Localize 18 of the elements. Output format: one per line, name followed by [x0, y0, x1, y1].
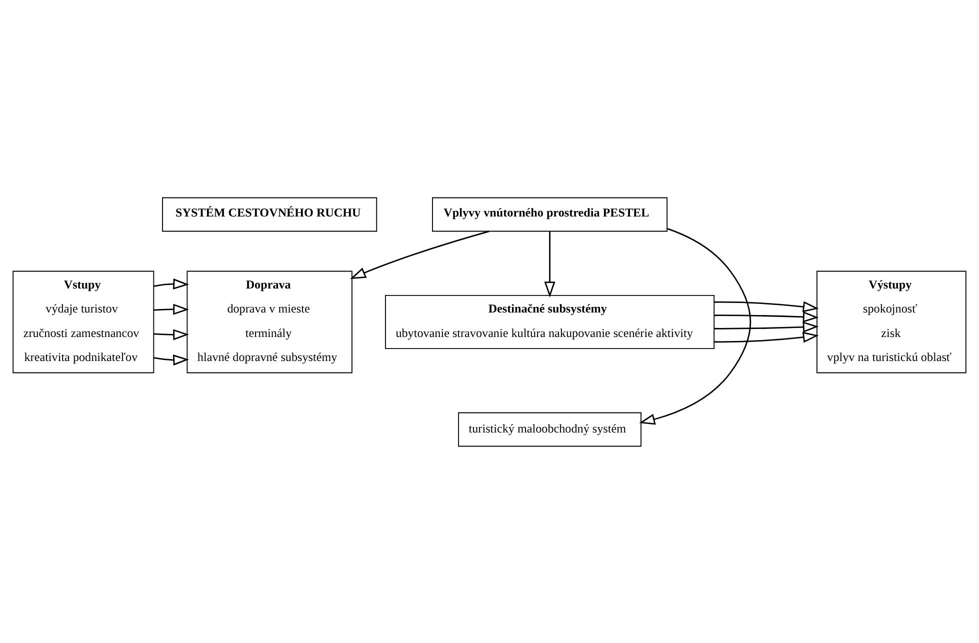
node-box: Vplyvy vnútorného prostredia PESTEL [432, 196, 668, 232]
node-box: Vstupy výdaje turistov zručnosti zamestnancov kreativita podnikateľov [12, 270, 154, 373]
arrow [639, 227, 752, 424]
arrow [154, 303, 190, 314]
node-box: SYSTÉM CESTOVNÉHO RUCHU [162, 196, 378, 232]
arrow [350, 230, 490, 279]
arrow [714, 300, 819, 312]
node-box: turistický maloobchodný systém [458, 412, 642, 446]
node-box: Destinačné subsystémy ubytovanie stravovanie kultúra nakupovanie scenérie aktivity [385, 294, 715, 348]
arrow [714, 310, 819, 322]
node-box: Doprava doprava v mieste terminály hlavné dopravné subsystémy [186, 270, 352, 373]
arrow [154, 278, 190, 289]
node-box: Výstupy spokojnosť zisk vplyv na turistickú oblasť [816, 270, 966, 373]
arrow [154, 328, 190, 340]
arrow [544, 230, 556, 297]
arrow [714, 321, 819, 332]
arrow [714, 331, 819, 342]
arrow [154, 354, 190, 366]
